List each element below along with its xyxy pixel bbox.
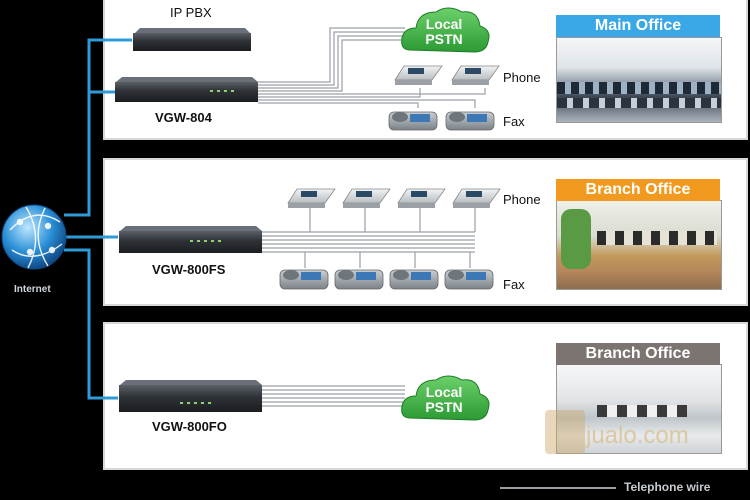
phone-label: Phone [503, 70, 541, 85]
branch-office-photo [556, 200, 722, 290]
phone-icon [342, 188, 391, 208]
local-pstn-cloud-icon [401, 7, 490, 53]
local-pstn-cloud-icon [401, 375, 490, 421]
vgw-800fs-device [119, 226, 262, 253]
pstn-label-line2: PSTN [425, 399, 463, 415]
fax-icon [388, 111, 438, 131]
phone-icon [287, 188, 336, 208]
pstn-label: Local PSTN [414, 385, 474, 415]
main-office-photo [556, 37, 722, 123]
phone-icon [451, 65, 500, 85]
internet-label: Internet [14, 284, 51, 295]
fax-icon [334, 269, 384, 290]
vgw-804-label: VGW-804 [155, 110, 212, 125]
vgw-800fo-label: VGW-800FO [152, 419, 227, 434]
fax-icon [279, 269, 329, 290]
phone-label: Phone [503, 192, 541, 207]
pstn-label-line2: PSTN [425, 31, 463, 47]
vgw-800fs-label: VGW-800FS [152, 262, 226, 277]
watermark-caption: Telephone wire [500, 480, 740, 494]
panel2-wires [262, 208, 476, 268]
panel1-wires [258, 27, 486, 108]
fax-icon [445, 111, 495, 131]
watermark-text: jualo.com [586, 422, 689, 449]
internet-globe-icon [1, 204, 67, 270]
fax-label: Fax [503, 277, 525, 292]
phone-icon [452, 188, 501, 208]
ip-pbx-label: IP PBX [170, 5, 212, 20]
ip-pbx-device [133, 28, 251, 51]
panel3-wires [262, 385, 405, 407]
pstn-label-line1: Local [425, 384, 463, 400]
branch-office-banner: Branch Office [556, 343, 720, 365]
fax-icon [389, 269, 439, 290]
watermark-caption-text: Telephone wire [624, 480, 711, 494]
fax-icon [444, 269, 494, 290]
phone-icon [397, 188, 446, 208]
vgw-800fo-device [119, 380, 262, 412]
fax-label: Fax [503, 114, 525, 129]
main-office-banner: Main Office [556, 15, 720, 37]
vgw-804-device [115, 77, 258, 102]
pstn-label-line1: Local [425, 16, 463, 32]
branch-office-banner: Branch Office [556, 179, 720, 201]
branch-office-photo [556, 364, 722, 454]
phone-icon [394, 65, 443, 85]
uplink-lines [64, 38, 132, 400]
pstn-label: Local PSTN [414, 17, 474, 47]
watermark-logo [545, 410, 585, 454]
